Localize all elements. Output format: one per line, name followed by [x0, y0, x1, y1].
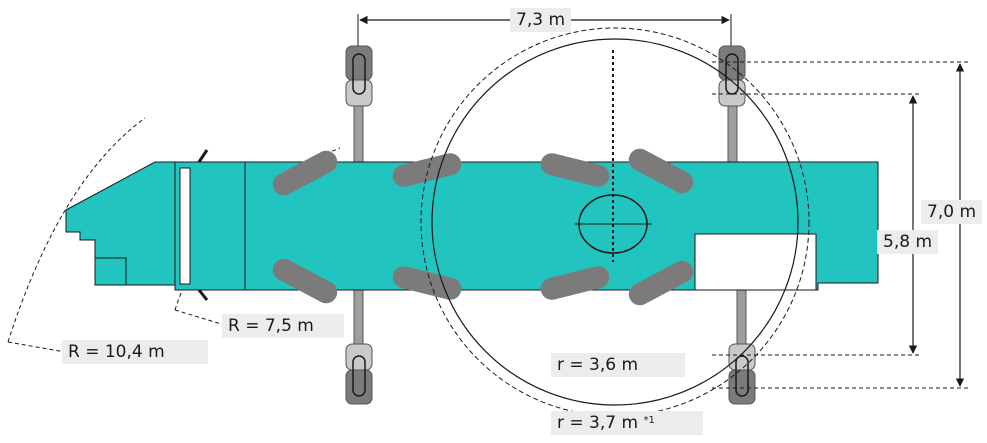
- wheel-5: [272, 258, 338, 304]
- turn-radius-outer-label: r = 3,7 m *1: [551, 411, 703, 435]
- turn-radius-inner-label: r = 3,6 m: [551, 353, 685, 377]
- track-shoe-right-bottom-light: [728, 343, 756, 371]
- wheel-6: [392, 266, 462, 300]
- outer-radius-leader: [7, 341, 66, 353]
- rear-panel: [694, 233, 817, 291]
- wheelbase-label: 7,3 m: [510, 8, 571, 32]
- mirror-top: [197, 149, 209, 163]
- outer-radius-label: R = 10,4 m: [62, 340, 208, 364]
- track-shoe-left-top-light: [345, 79, 373, 107]
- track-link-rt: [725, 53, 739, 95]
- inner-radius-label: R = 7,5 m: [222, 314, 344, 338]
- track-link-lt: [352, 53, 366, 95]
- wheel-7: [540, 266, 610, 300]
- track-shoe-right-top-light: [718, 79, 746, 107]
- track-link-lb: [352, 355, 366, 397]
- track-shoe-left-bottom-dark: [345, 369, 373, 405]
- track-shoe-left-top-dark: [345, 45, 373, 81]
- inner-radius-leader: [174, 309, 229, 327]
- wheel-2: [392, 153, 462, 187]
- track-width-label: 5,8 m: [877, 230, 938, 254]
- outer-swing-arc: [7, 117, 146, 343]
- track-shoe-right-bottom-dark: [728, 369, 756, 405]
- overall-width-label: 7,0 m: [921, 200, 982, 224]
- wheel-1: [272, 150, 338, 196]
- track-link-rb: [735, 355, 749, 397]
- turn-circle-inner: [431, 38, 799, 406]
- wheel-4: [628, 148, 694, 194]
- front-step-outline: [66, 231, 127, 285]
- mirror-bottom: [197, 289, 209, 301]
- track-shoe-left-bottom-light: [345, 343, 373, 371]
- wheel-3: [540, 153, 610, 187]
- footnote-mark: *1: [643, 415, 655, 426]
- wheel-8: [628, 260, 694, 306]
- turn-radius-outer-text: r = 3,7 m: [557, 413, 639, 433]
- cab-window: [179, 167, 191, 285]
